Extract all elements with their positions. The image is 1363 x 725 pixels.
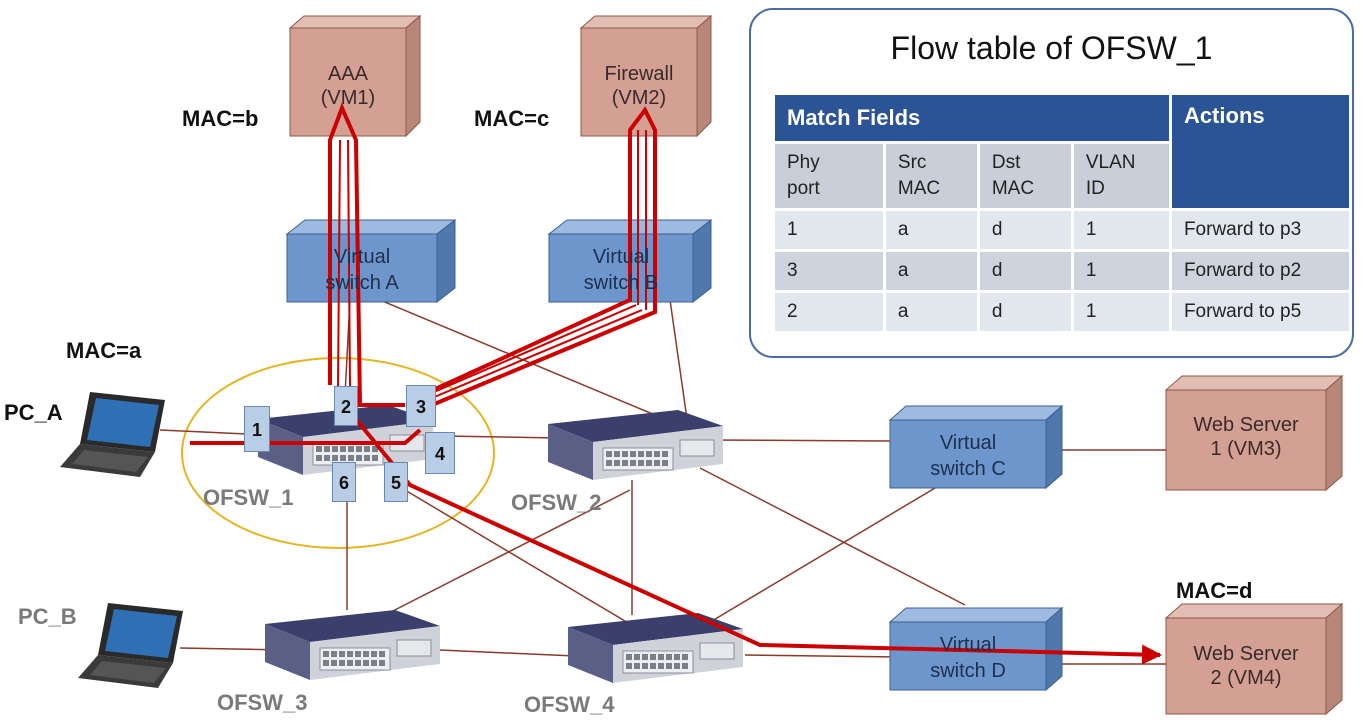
vswitch-b: Virtual switch B [549,244,693,296]
vswitch-b-line1: Virtual [592,246,650,268]
port-1: 1 [244,406,270,452]
vm4-box: Web Server 2 (VM4) [1166,642,1326,690]
vswitch-a-line1: Virtual [333,246,391,268]
mac-b-label: MAC=b [182,106,259,131]
cell-src-mac: a [885,293,977,331]
cell-vlan-id: 1 [1073,293,1169,331]
vm3-box: Web Server 1 (VM3) [1166,413,1326,461]
vswitch-c-line2: switch C [930,458,1006,480]
port-6: 6 [332,462,356,502]
vswitch-a-line2: switch A [325,272,399,294]
vswitch-d: Virtual switch D [890,632,1046,684]
ofsw2-label: OFSW_2 [511,490,602,515]
vm2-box: Firewall (VM2) [581,62,697,110]
vm2-label-line1: Firewall [604,63,674,85]
flow-table-panel: Flow table of OFSW_1 Match Fields Action… [749,8,1354,358]
vm4-label-line1: Web Server [1193,643,1299,665]
vswitch-c-line1: Virtual [939,432,997,454]
vswitch-a: Virtual switch A [287,244,437,296]
cell-dst-mac: d [979,293,1071,331]
vm1-label-line2: (VM1) [320,87,376,109]
cell-src-mac: a [885,211,977,249]
ofsw3-device [264,609,441,681]
col-phy-port: Phy port [775,144,883,208]
ofsw2-device [547,409,724,481]
cell-action: Forward to p2 [1171,252,1349,290]
flow-table: Match Fields Actions Phy port Src MAC Ds… [772,92,1352,334]
vm4-label-line2: 2 (VM4) [1210,667,1282,689]
vswitch-d-line1: Virtual [939,634,997,656]
cell-dst-mac: d [979,252,1071,290]
pc-a-laptop [60,392,165,477]
port-3: 3 [406,385,436,427]
cell-dst-mac: d [979,211,1071,249]
vm3-box-shape [1164,374,1344,492]
ofsw4-label: OFSW_4 [524,692,615,717]
vm2-label-line2: (VM2) [611,87,667,109]
table-row: 2 a d 1 Forward to p5 [775,293,1349,331]
cell-vlan-id: 1 [1073,211,1169,249]
cell-phy-port: 3 [775,252,883,290]
vm2-box-shape [579,14,713,138]
pc-b-label: PC_B [18,604,77,629]
table-row: 3 a d 1 Forward to p2 [775,252,1349,290]
vm3-label-line2: 1 (VM3) [1210,438,1282,460]
vm4-box-shape [1164,602,1344,716]
vswitch-c: Virtual switch C [890,430,1046,482]
pc-a-label: PC_A [4,400,63,425]
table-row: 1 a d 1 Forward to p3 [775,211,1349,249]
ofsw3-label: OFSW_3 [217,690,308,715]
col-src-mac: Src MAC [885,144,977,208]
mac-c-label: MAC=c [474,106,550,131]
ofsw1-label: OFSW_1 [203,485,294,510]
cell-vlan-id: 1 [1073,252,1169,290]
port-2: 2 [334,386,358,426]
vswitch-b-shape [547,218,713,304]
cell-src-mac: a [885,252,977,290]
mac-a-label: MAC=a [66,338,142,363]
vswitch-d-line2: switch D [930,660,1006,682]
mac-d-label: MAC=d [1176,578,1253,603]
vswitch-d-shape [888,606,1064,692]
actions-header: Actions [1171,95,1349,208]
vm1-label-line1: AAA [327,63,369,85]
col-dst-mac: Dst MAC [979,144,1071,208]
vswitch-c-shape [888,404,1064,490]
vm3-label-line1: Web Server [1193,414,1299,436]
vswitch-b-line2: switch B [583,272,659,294]
cell-action: Forward to p5 [1171,293,1349,331]
match-fields-header: Match Fields [775,95,1169,141]
cell-action: Forward to p3 [1171,211,1349,249]
flow-table-title: Flow table of OFSW_1 [890,30,1213,66]
port-4: 4 [425,432,455,474]
vm1-box: AAA (VM1) [290,62,406,110]
cell-phy-port: 1 [775,211,883,249]
port-5: 5 [384,462,408,502]
pc-b-laptop [78,603,183,688]
cell-phy-port: 2 [775,293,883,331]
col-vlan-id: VLAN ID [1073,144,1169,208]
